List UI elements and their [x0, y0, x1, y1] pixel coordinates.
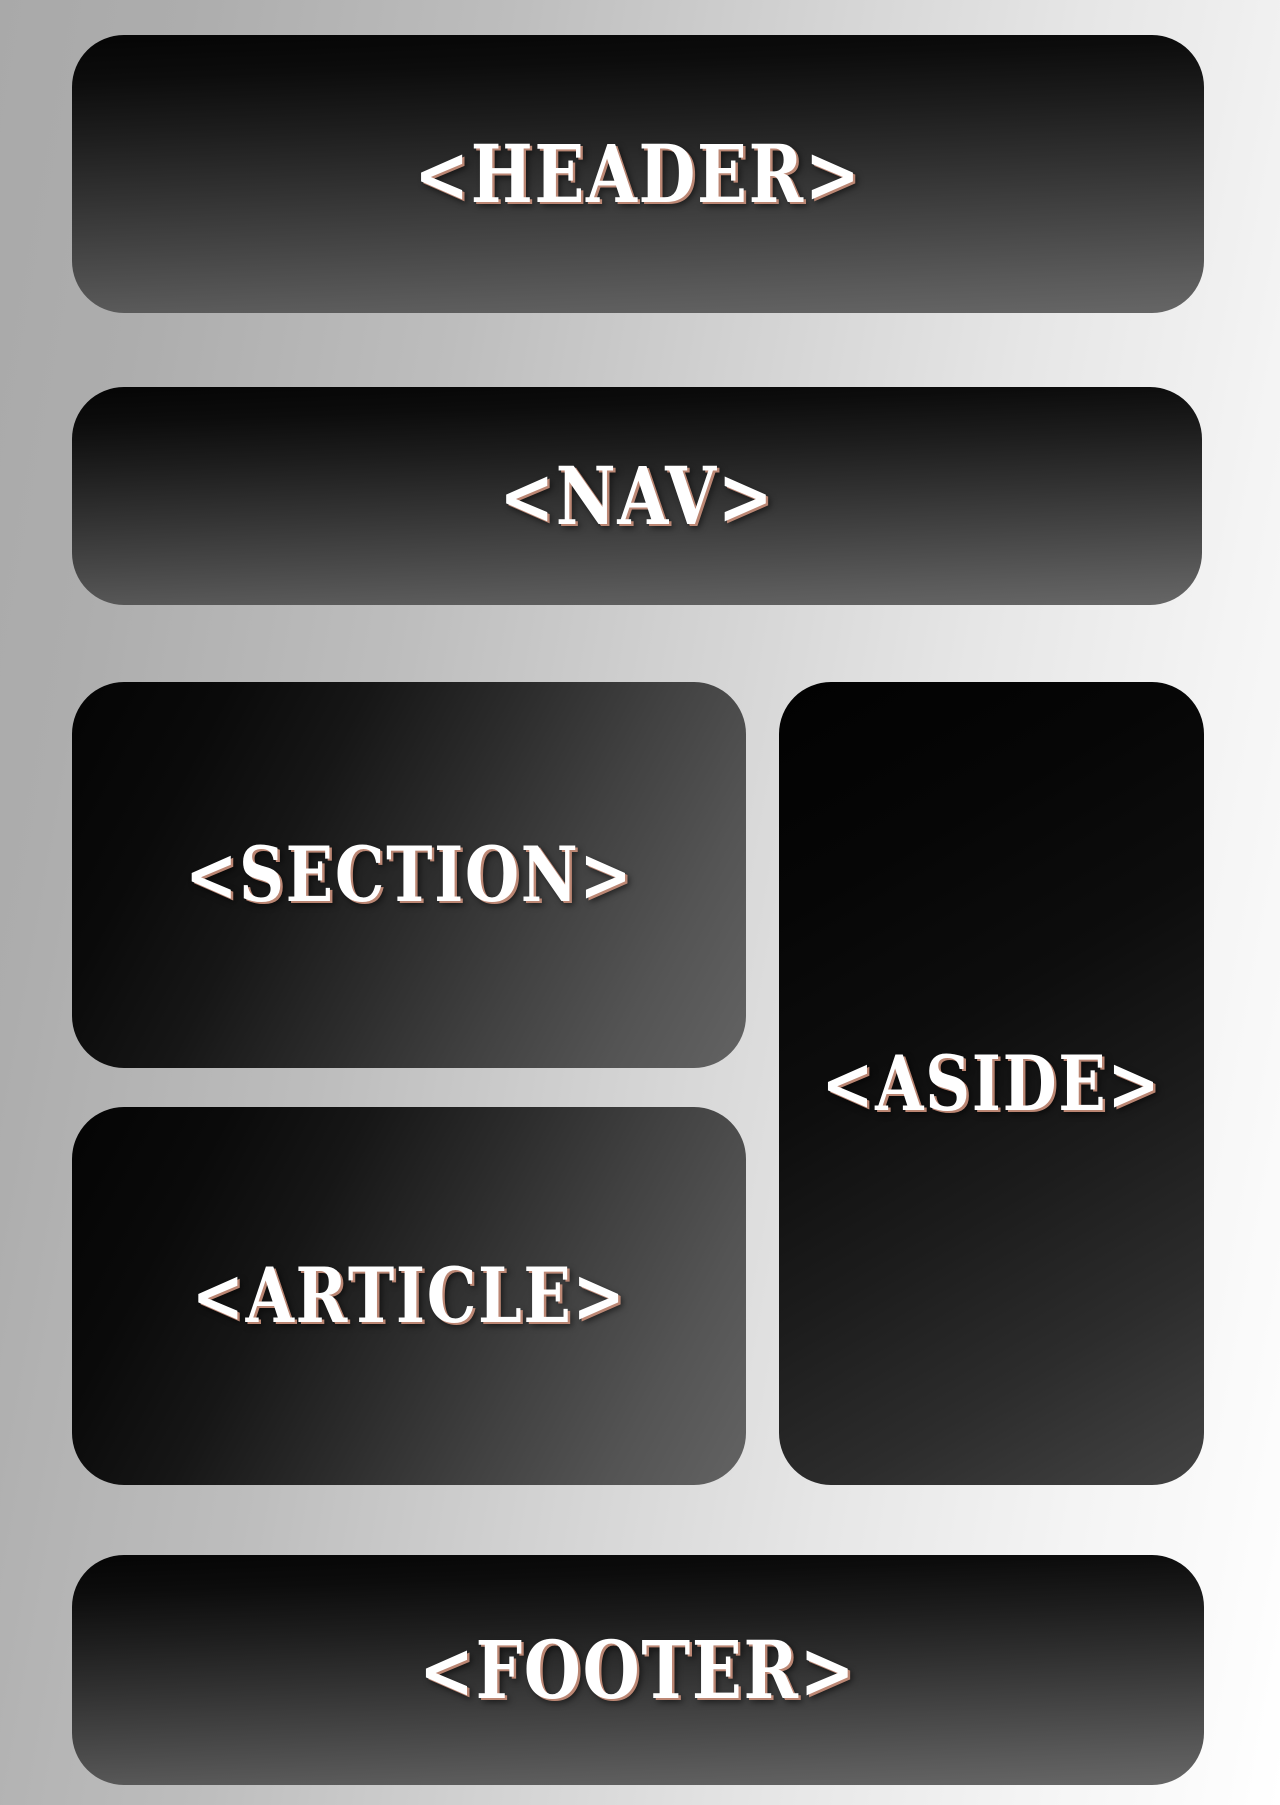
nav-region-label: <NAV>	[499, 449, 775, 543]
aside-region[interactable]: <ASIDE>	[779, 682, 1204, 1485]
aside-region-label: <ASIDE>	[821, 1038, 1162, 1128]
footer-region-label: <FOOTER>	[419, 1623, 857, 1717]
article-region-label: <ARTICLE>	[191, 1251, 627, 1340]
header-region-label: <HEADER>	[414, 127, 862, 221]
section-region-label: <SECTION>	[184, 830, 634, 919]
article-region[interactable]: <ARTICLE>	[72, 1107, 746, 1485]
nav-region[interactable]: <NAV>	[72, 387, 1202, 605]
header-region[interactable]: <HEADER>	[72, 35, 1204, 313]
section-region[interactable]: <SECTION>	[72, 682, 746, 1068]
footer-region[interactable]: <FOOTER>	[72, 1555, 1204, 1785]
